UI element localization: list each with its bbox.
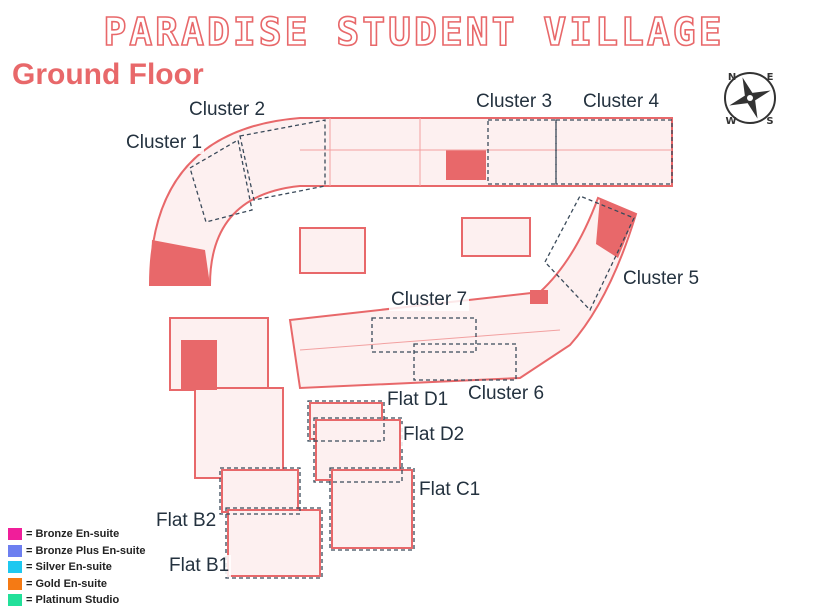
legend-swatch xyxy=(8,594,22,607)
cluster-7-box xyxy=(371,317,477,353)
cluster-2-box xyxy=(239,119,326,201)
flat-b1-label: Flat B1 xyxy=(167,555,232,577)
legend-label: = Platinum Studio xyxy=(26,594,120,607)
flat-d2-label: Flat D2 xyxy=(401,424,467,446)
north-wing xyxy=(148,117,673,286)
cluster-5-label: Cluster 5 xyxy=(621,268,702,290)
legend-item-bronze-plus: = Bronze Plus En-suite xyxy=(8,543,146,560)
cluster-6-box xyxy=(413,343,517,381)
legend-label: = Bronze Plus En-suite xyxy=(26,544,146,557)
legend: = Bronze En-suite = Bronze Plus En-suite… xyxy=(8,526,146,609)
flat-c1-label: Flat C1 xyxy=(417,479,483,501)
legend-label: = Silver En-suite xyxy=(26,561,112,574)
legend-item-silver: = Silver En-suite xyxy=(8,559,146,576)
compass-w: W xyxy=(725,116,736,127)
legend-swatch xyxy=(8,561,22,574)
flat-b1-box xyxy=(225,507,323,579)
cluster-3-label: Cluster 3 xyxy=(474,91,555,113)
west-block xyxy=(194,387,284,479)
cluster-6-label: Cluster 6 xyxy=(466,383,547,405)
page-title: PARADISE STUDENT VILLAGE xyxy=(103,9,725,55)
cluster-7-label: Cluster 7 xyxy=(389,289,470,311)
legend-label: = Gold En-suite xyxy=(26,577,107,590)
floor-heading: Ground Floor xyxy=(12,58,204,91)
cluster-3-box xyxy=(487,119,557,185)
cluster-1-box xyxy=(189,138,253,223)
courtyard-block xyxy=(461,217,531,257)
compass-e: E xyxy=(767,72,774,83)
legend-swatch xyxy=(8,528,22,541)
legend-item-bronze: = Bronze En-suite xyxy=(8,526,146,543)
legend-swatch xyxy=(8,577,22,590)
legend-label: = Bronze En-suite xyxy=(26,528,120,541)
legend-item-platinum: = Platinum Studio xyxy=(8,592,146,609)
courtyard-block xyxy=(299,227,366,274)
compass-s: S xyxy=(766,116,773,127)
flat-c1-box xyxy=(329,467,415,551)
flat-d1-label: Flat D1 xyxy=(385,389,451,411)
cluster-4-box xyxy=(555,119,673,185)
cluster-4-label: Cluster 4 xyxy=(581,91,662,113)
legend-item-gold: = Gold En-suite xyxy=(8,576,146,593)
south-wing xyxy=(288,196,638,390)
cluster-2-label: Cluster 2 xyxy=(187,99,268,121)
flat-d1-box xyxy=(307,400,385,442)
flat-b2-label: Flat B2 xyxy=(154,510,219,532)
flat-d2-box xyxy=(313,417,403,483)
legend-swatch xyxy=(8,544,22,557)
compass-n: N xyxy=(728,72,736,83)
compass-rose-icon: N E S W xyxy=(724,72,776,127)
flat-c1 xyxy=(331,469,413,549)
cluster-1-label: Cluster 1 xyxy=(124,132,205,154)
flat-b1 xyxy=(227,509,321,577)
flat-b2 xyxy=(221,469,299,513)
cluster-5-box xyxy=(544,195,635,312)
